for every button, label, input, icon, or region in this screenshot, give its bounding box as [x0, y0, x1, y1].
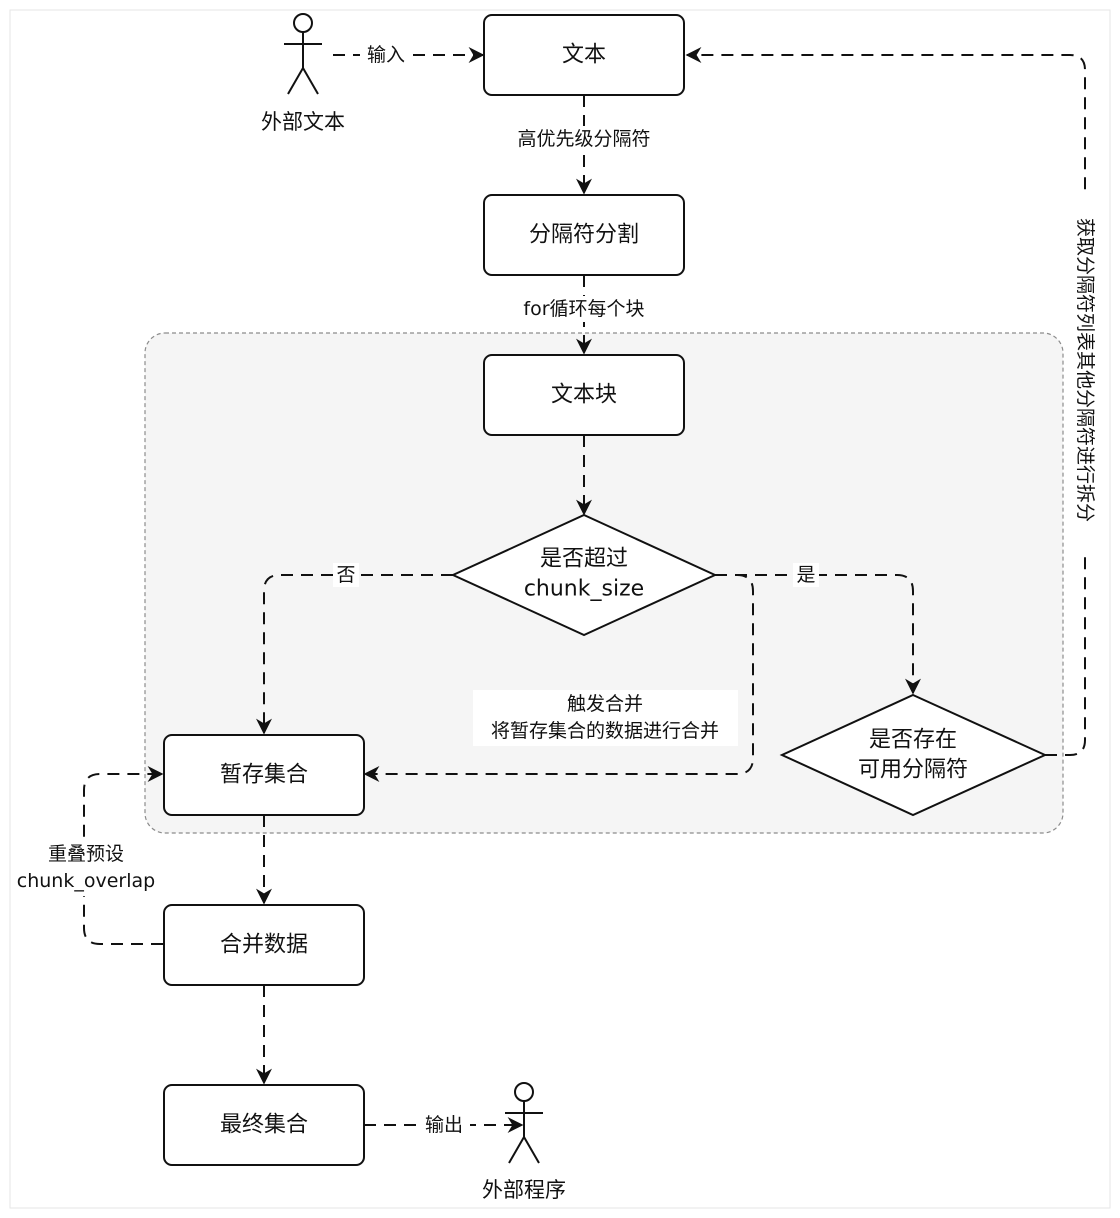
edge-no-label: 否	[336, 564, 355, 586]
edge-trigger-merge-label-line2: 将暂存集合的数据进行合并	[491, 720, 719, 742]
node-exceeds-chunk-size	[450, 513, 718, 637]
edge-for-each-label: for循环每个块	[523, 298, 644, 320]
input-label-bg	[360, 43, 412, 67]
node-exceeds-label-line2: chunk_size	[524, 577, 644, 602]
node-delimiter-split-label: 分隔符分割	[529, 223, 639, 248]
node-has-delimiter-label-line1: 是否存在	[869, 728, 957, 753]
node-delimiter-split	[483, 194, 685, 276]
edge-yes	[715, 574, 921, 695]
edge-overlap	[83, 766, 164, 945]
no-label-bg	[333, 563, 359, 587]
node-text	[483, 14, 685, 96]
edge-input-label: 输入	[367, 44, 405, 66]
node-final-collection-label: 最终集合	[220, 1113, 308, 1138]
node-exceeds-label-line1: 是否超过	[540, 547, 628, 572]
actor-external-program-icon	[505, 1082, 543, 1164]
actor-external-text-icon	[284, 13, 322, 95]
edge-output-label: 输出	[425, 1114, 463, 1136]
node-has-delimiter-label-line2: 可用分隔符	[858, 758, 968, 783]
edge-no	[256, 574, 453, 735]
edge-fetch-delimiters-label: 获取分隔符列表其他分隔符进行拆分	[1074, 218, 1096, 522]
edge-overlap-label-line1: 重叠预设	[48, 843, 124, 865]
node-final-collection	[163, 1084, 365, 1166]
node-text-label: 文本	[562, 43, 606, 68]
node-text-chunk-label: 文本块	[551, 383, 617, 408]
edge-trigger-merge-label-line1: 触发合并	[567, 693, 643, 715]
for-each-label-bg	[510, 296, 658, 322]
node-temp-collection	[163, 734, 365, 816]
node-text-chunk	[483, 354, 685, 436]
output-label-bg	[418, 1113, 470, 1137]
node-merge-data	[163, 904, 365, 986]
node-merge-data-label: 合并数据	[220, 933, 308, 958]
edge-trigger-merge	[363, 574, 754, 782]
high-priority-label-bg	[506, 126, 662, 152]
actor-external-text-label: 外部文本	[261, 110, 345, 134]
edge-overlap-label-line2: chunk_overlap	[17, 870, 155, 892]
actor-external-program-label: 外部程序	[482, 1178, 566, 1202]
node-has-delimiter	[779, 693, 1048, 817]
edge-high-priority-label: 高优先级分隔符	[517, 128, 650, 150]
overlap-label-bg	[12, 840, 160, 896]
node-temp-collection-label: 暂存集合	[220, 763, 308, 788]
trigger-merge-label-bg	[473, 690, 738, 746]
fetch-label-bg	[1070, 190, 1100, 550]
edge-yes-label: 是	[796, 564, 815, 586]
yes-label-bg	[793, 563, 819, 587]
